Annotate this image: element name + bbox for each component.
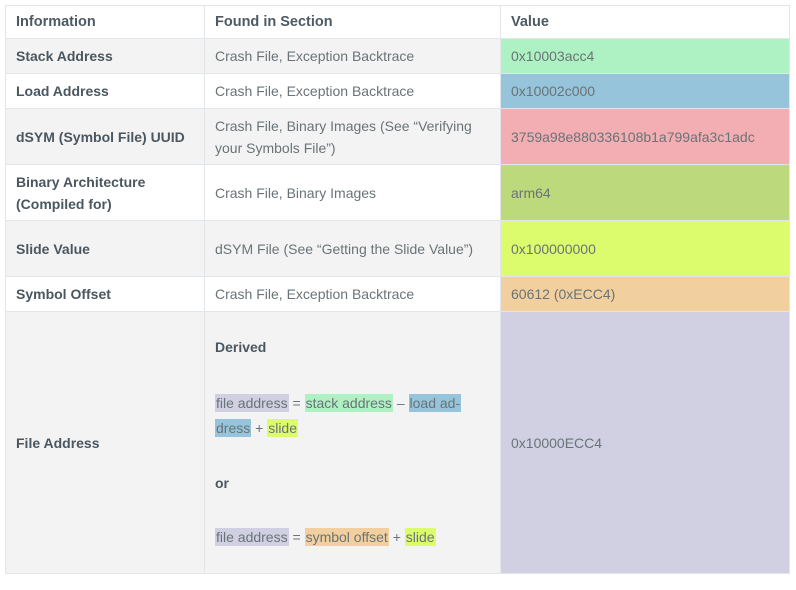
row-label: Symbol Offset	[5, 276, 205, 312]
term-slide: slide	[404, 527, 436, 546]
row-label: Stack Address	[5, 38, 205, 74]
term-stack-address: stack address	[304, 393, 393, 412]
table-row-file-address: File Address Derived file address = stac…	[5, 311, 790, 574]
row-value: 3759a98e880336108b1a799afa3c1adc	[500, 108, 790, 165]
row-value: arm64	[500, 164, 790, 221]
row-section: Crash File, Exception Backtrace	[204, 276, 501, 312]
row-value: 0x10003acc4	[500, 38, 790, 74]
equals-sign: =	[292, 394, 301, 411]
row-label: Slide Value	[5, 220, 205, 277]
row-section: Crash File, Exception Backtrace	[204, 73, 501, 109]
term-load-address-part1: load ad-	[408, 393, 462, 412]
row-label: dSYM (Symbol File) UUID	[5, 108, 205, 165]
header-information: Information	[5, 5, 205, 39]
row-section: Crash File, Binary Images	[204, 164, 501, 221]
row-section: Crash File, Binary Images (See “Verifyin…	[204, 108, 501, 165]
row-value: 60612 (0xECC4)	[500, 276, 790, 312]
table-row-slide-value: Slide Value dSYM File (See “Getting the …	[5, 220, 790, 277]
row-label: Binary Architecture (Compiled for)	[5, 164, 205, 221]
minus-sign: –	[396, 394, 405, 411]
table-row-stack-address: Stack Address Crash File, Exception Back…	[5, 38, 790, 74]
term-load-address-part2: dress	[215, 418, 252, 437]
or-separator: or	[215, 474, 229, 491]
derivation-cell: Derived file address = stack address – l…	[204, 311, 501, 574]
row-value: 0x10000ECC4	[500, 311, 790, 574]
header-row: Information Found in Section Value	[5, 5, 790, 39]
row-section: dSYM File (See “Getting the Slide Value”…	[204, 220, 501, 277]
formula-stack: file address = stack address – load ad- …	[215, 391, 490, 441]
row-value: 0x10002c000	[500, 73, 790, 109]
formula-offset: file address = symbol offset + slide	[215, 525, 490, 550]
equals-sign: =	[292, 528, 301, 545]
plus-sign: +	[392, 528, 401, 545]
derived-title: Derived	[215, 338, 267, 355]
table-row-dsym-uuid: dSYM (Symbol File) UUID Crash File, Bina…	[5, 108, 790, 165]
table-row-symbol-offset: Symbol Offset Crash File, Exception Back…	[5, 276, 790, 312]
header-found-in-section: Found in Section	[204, 5, 501, 39]
header-value: Value	[500, 5, 790, 39]
term-slide: slide	[267, 418, 298, 437]
term-symbol-offset: symbol offset	[304, 527, 389, 546]
row-label: File Address	[5, 311, 205, 574]
term-file-address: file address	[215, 393, 289, 412]
table-row-binary-architecture: Binary Architecture (Compiled for) Crash…	[5, 164, 790, 221]
row-section: Crash File, Exception Backtrace	[204, 38, 501, 74]
row-value: 0x100000000	[500, 220, 790, 277]
plus-sign: +	[255, 419, 264, 436]
table-row-load-address: Load Address Crash File, Exception Backt…	[5, 73, 790, 109]
info-table: Information Found in Section Value Stack…	[5, 5, 790, 574]
row-label: Load Address	[5, 73, 205, 109]
term-file-address: file address	[215, 527, 289, 546]
